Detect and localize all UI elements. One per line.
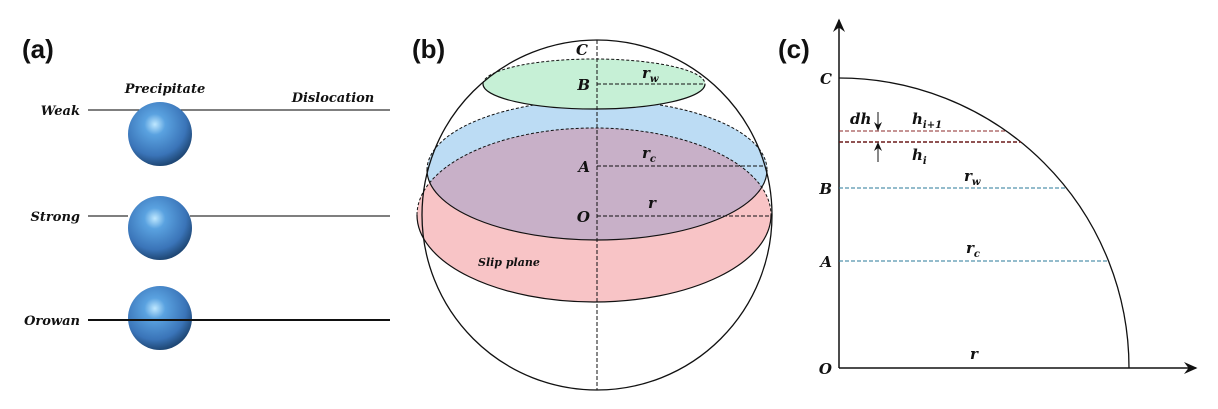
label-rw: rw	[964, 167, 981, 188]
precipitate-sphere-orowan	[128, 286, 192, 350]
row-label-weak: Weak	[41, 104, 80, 119]
label-h-i: hi	[912, 146, 927, 167]
plane-b-front-edge	[482, 83, 706, 110]
label-rc: rc	[642, 144, 656, 165]
quarter-circle	[838, 77, 1130, 369]
label-rc: rc	[966, 239, 980, 260]
panel-a: (a) Precipitate Dislocation Weak Strong …	[22, 34, 390, 350]
precipitate-sphere-strong	[128, 196, 192, 260]
panel-c-label: (c)	[778, 34, 810, 64]
label-h-i-plus-1: hi+1	[912, 110, 942, 131]
panel-c: (c) C B A O dh hi+1 hi rw rc r	[778, 18, 1198, 378]
precipitate-sphere-weak	[128, 102, 192, 166]
slip-plane-label: Slip plane	[478, 256, 540, 269]
plane-b	[483, 59, 705, 109]
panel-b: (b) C B A O rw rc r Slip plane	[412, 34, 773, 391]
row-label-orowan: Orowan	[24, 314, 80, 329]
point-c: C	[820, 70, 832, 88]
point-a: A	[576, 158, 590, 176]
plane-overlap	[427, 128, 767, 240]
panel-a-label: (a)	[22, 34, 54, 64]
slip-plane-front-edge	[416, 214, 772, 303]
point-a: A	[818, 253, 832, 271]
point-b: B	[818, 180, 832, 198]
label-rw: rw	[642, 64, 659, 85]
label-dh: dh	[850, 110, 871, 128]
label-r: r	[970, 345, 979, 363]
point-b: B	[576, 76, 590, 94]
slip-plane-back-edge	[416, 127, 772, 216]
point-c: C	[576, 41, 588, 59]
panel-b-label: (b)	[412, 34, 445, 64]
label-r: r	[648, 194, 657, 212]
row-label-strong: Strong	[31, 210, 80, 225]
precipitate-label: Precipitate	[124, 82, 205, 97]
point-o: O	[577, 208, 590, 226]
point-o: O	[819, 360, 832, 378]
dislocation-label: Dislocation	[291, 91, 375, 106]
